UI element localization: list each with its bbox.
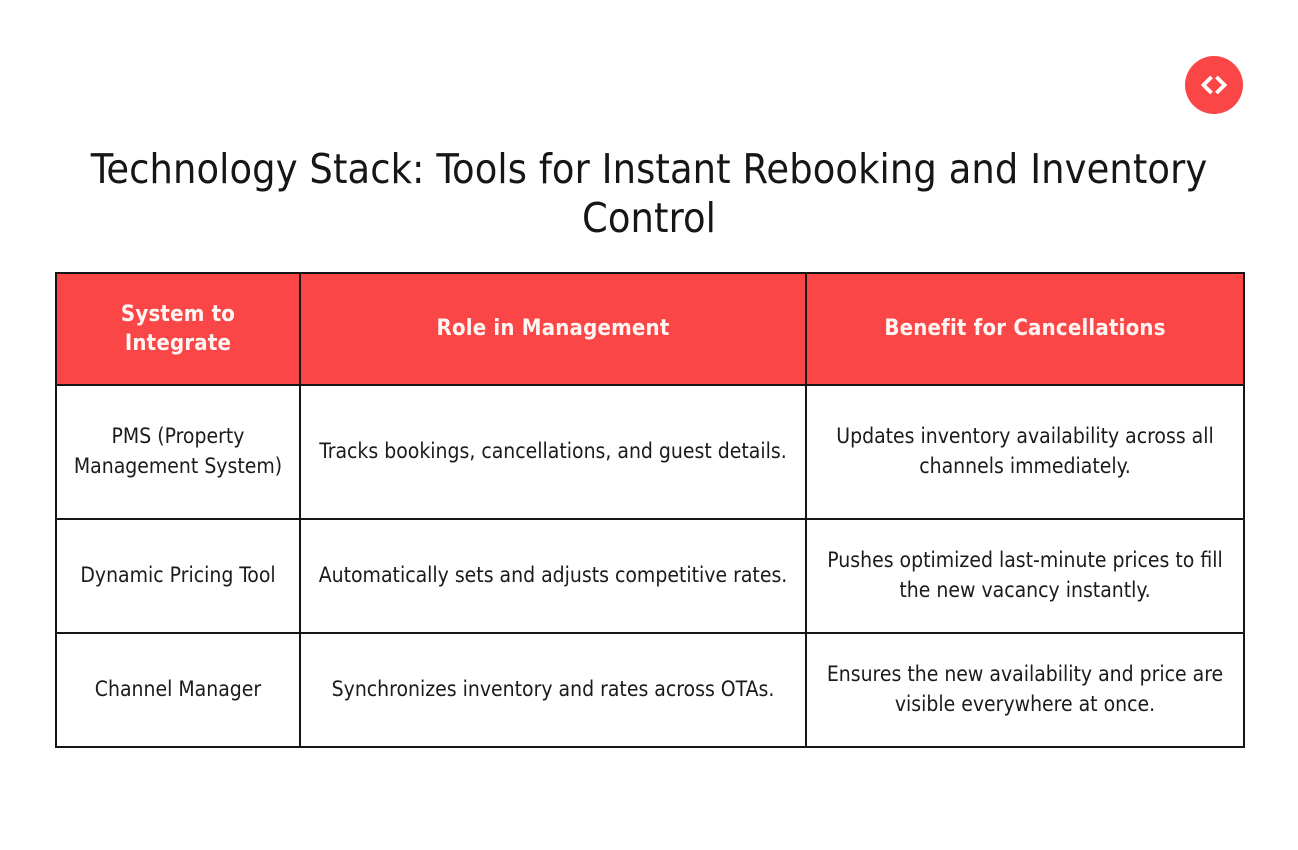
cell-benefit: Updates inventory availability across al…: [805, 384, 1245, 520]
brand-logo: [1185, 56, 1243, 114]
table-body: PMS (Property Management System) Tracks …: [55, 384, 1245, 748]
table-row: PMS (Property Management System) Tracks …: [55, 384, 1245, 520]
technology-stack-table: System to Integrate Role in Management B…: [55, 272, 1245, 748]
cell-benefit: Pushes optimized last-minute prices to f…: [805, 518, 1245, 634]
cell-benefit: Ensures the new availability and price a…: [805, 632, 1245, 748]
table-header-row: System to Integrate Role in Management B…: [55, 272, 1245, 386]
table-row: Channel Manager Synchronizes inventory a…: [55, 632, 1245, 748]
table-header: System to Integrate Role in Management B…: [55, 272, 1245, 386]
code-brackets-icon: [1185, 56, 1243, 114]
cell-role: Synchronizes inventory and rates across …: [299, 632, 807, 748]
cell-role: Automatically sets and adjusts competiti…: [299, 518, 807, 634]
cell-system: PMS (Property Management System): [55, 384, 301, 520]
column-header-benefit: Benefit for Cancellations: [805, 272, 1245, 386]
table-row: Dynamic Pricing Tool Automatically sets …: [55, 518, 1245, 634]
column-header-system: System to Integrate: [55, 272, 301, 386]
page-title: Technology Stack: Tools for Instant Rebo…: [90, 145, 1208, 242]
cell-system: Channel Manager: [55, 632, 301, 748]
cell-role: Tracks bookings, cancellations, and gues…: [299, 384, 807, 520]
column-header-role: Role in Management: [299, 272, 807, 386]
cell-system: Dynamic Pricing Tool: [55, 518, 301, 634]
data-table: System to Integrate Role in Management B…: [55, 272, 1245, 748]
